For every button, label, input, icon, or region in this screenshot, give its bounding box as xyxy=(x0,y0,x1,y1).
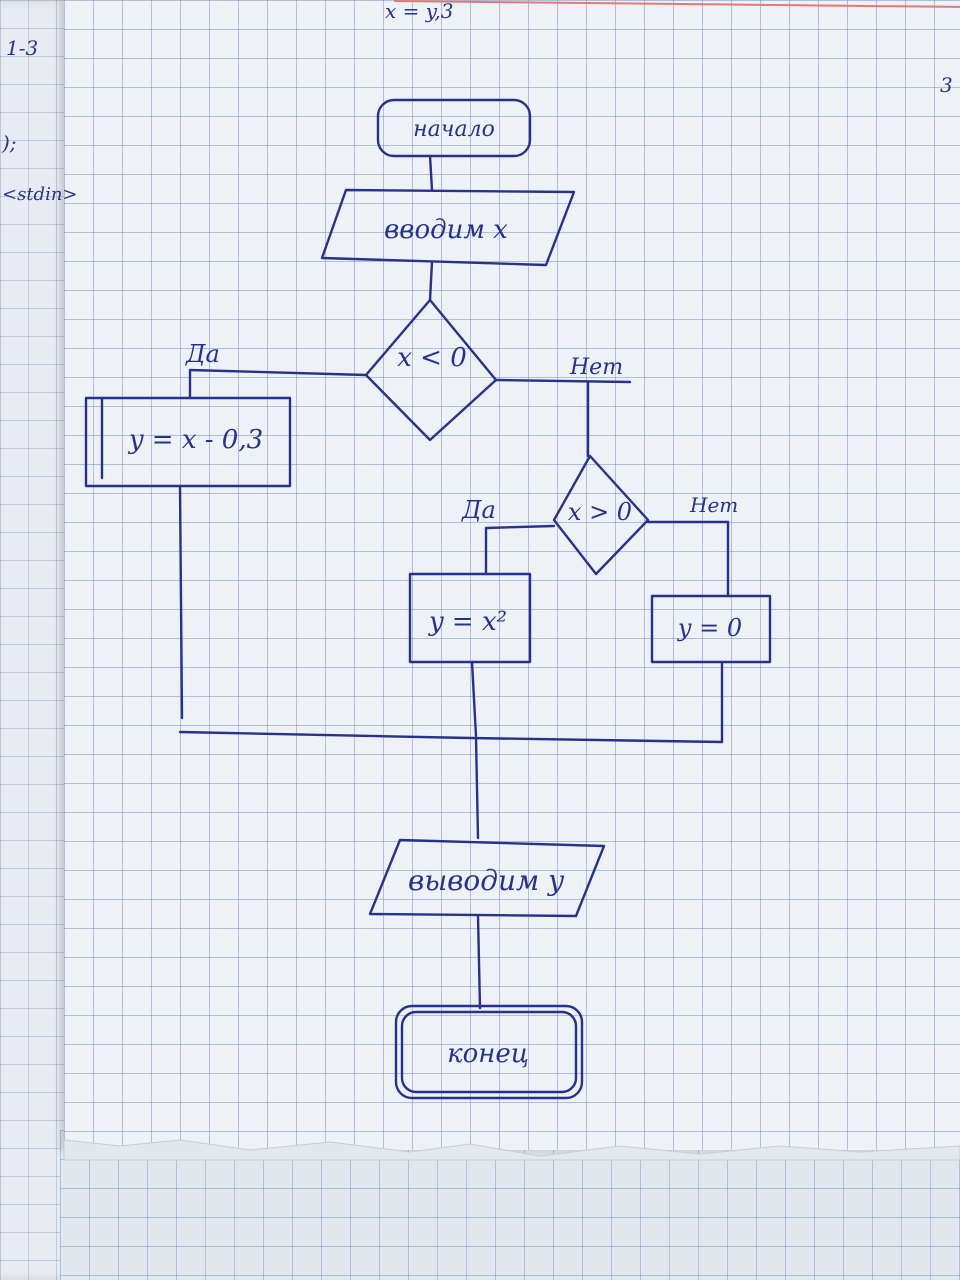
merge-line xyxy=(178,730,724,744)
connector-merge-output xyxy=(474,736,480,840)
connector-start-input xyxy=(428,154,434,192)
input-parallelogram xyxy=(320,188,576,267)
process-zero-label: y = 0 xyxy=(677,614,742,642)
end-terminal-inner xyxy=(400,1010,578,1094)
decision-x-less-0 xyxy=(364,298,498,442)
decision2-yes-label: Да xyxy=(461,496,496,524)
end-label: конец xyxy=(447,1039,529,1069)
end-terminal xyxy=(394,1004,584,1100)
left-margin-note-2: ); xyxy=(1,131,17,155)
left-margin-note-1: 1-3 xyxy=(6,36,38,60)
process-square-label: y = x² xyxy=(428,607,507,637)
process-yes-label: y = x - 0,3 xyxy=(128,425,263,455)
output-parallelogram xyxy=(368,838,606,918)
corner-number: 3 xyxy=(940,73,953,97)
left-margin-note-3: <stdin> xyxy=(2,184,78,205)
connector-output-end xyxy=(476,914,482,1010)
connector-decision2-yes xyxy=(484,524,556,576)
output-label: выводим y xyxy=(408,864,565,897)
top-formula: x = y,3 xyxy=(385,0,453,23)
decision2-label: x > 0 xyxy=(568,498,632,526)
process-y-zero xyxy=(650,594,772,664)
decision1-yes-label: Да xyxy=(185,340,220,368)
connector-decision2-no xyxy=(646,520,730,598)
decision1-no-label: Нет xyxy=(569,355,623,380)
start-terminal xyxy=(376,98,532,158)
process-x-minus-0-3 xyxy=(84,396,292,488)
decision-x-greater-0 xyxy=(552,454,650,576)
connector-process1-merge xyxy=(178,484,184,720)
decision1-label: x < 0 xyxy=(397,343,467,373)
decision2-no-label: Нет xyxy=(689,493,738,517)
process-x-squared xyxy=(408,572,532,664)
input-label: вводим x xyxy=(384,215,508,245)
connector-decision1-yes xyxy=(188,368,368,400)
connector-decision1-no xyxy=(494,378,632,384)
connector-input-decision1 xyxy=(428,260,434,302)
start-label: начало xyxy=(413,117,495,142)
torn-edge xyxy=(63,1139,960,1161)
connector-process2-merge xyxy=(470,660,478,738)
